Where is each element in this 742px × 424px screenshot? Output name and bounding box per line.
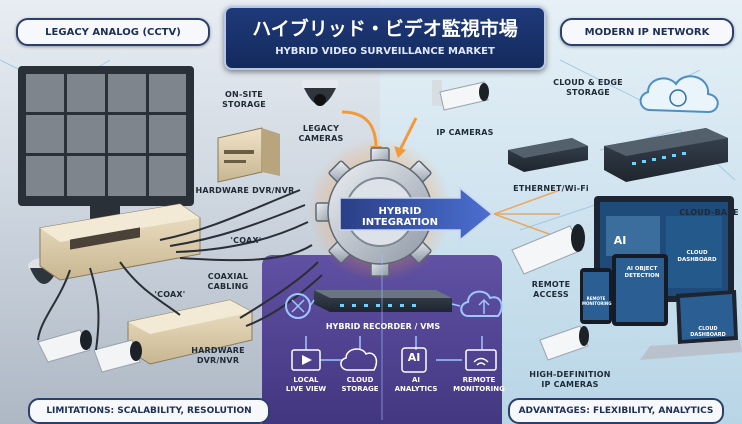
network-switch-1 [508,138,588,172]
laptop-dashboard-label: CLOUD DASHBOARD [690,326,726,338]
center-connectors [305,299,483,361]
dvr-top-label: HARDWARE DVR/NVR [195,186,295,195]
ip-bullet-camera [511,224,585,275]
ai-icon-text: AI [407,351,421,364]
bullet-camera-2 [93,339,142,373]
coax-label-1: 'COAX' [230,236,262,245]
integration-arrow [339,186,494,242]
network-switch-2 [604,128,728,182]
cloud-based-label: CLOUD-BASE [679,208,739,217]
orange-rays [493,189,561,239]
onsite-storage-box [217,127,280,183]
screen-cloud-dashboard-label: CLOUD DASHBOARD [677,250,717,263]
modern-header: MODERN IP NETWORK [560,18,734,46]
bullet-camera-1 [37,329,92,363]
sync-icon [285,293,311,319]
legacy-header: LEGACY ANALOG (CCTV) [16,18,210,46]
ip-input-arrow [394,117,418,158]
hd-ip-camera [539,325,589,361]
phone-device [580,268,612,324]
title-box: ハイブリッド・ビデオ監視市場 HYBRID VIDEO SURVEILLANCE… [224,6,546,70]
laptop-device [640,290,742,360]
ip-camera-top [432,80,489,111]
wifi-icon [465,349,497,371]
legacy-dome-camera [302,80,338,106]
advantages-bar: ADVANTAGES: FLEXIBILITY, ANALYTICS [508,398,724,424]
screen-ai-label: AI [613,234,627,247]
ethernet-wifi-label: ETHERNET/Wi-Fi [513,184,589,193]
title-english: HYBRID VIDEO SURVEILLANCE MARKET [275,46,495,57]
phone-remote-monitoring-label: REMOTE MONITORING [582,296,612,306]
hybrid-integration-label: HYBRID INTEGRATION [361,206,439,228]
tablet-device [612,254,668,326]
cloud-storage-icon [639,75,719,114]
hardware-dvr-top [39,203,201,281]
ai-icon [401,347,427,373]
cloud-upload-icon [460,290,503,317]
hybrid-recorder-label: HYBRID RECORDER / VMS [325,322,441,331]
cloud-icon [340,348,378,371]
coax-label-2: 'COAX' [154,290,186,299]
ip-cameras-label: IP CAMERAS [436,128,494,137]
hybrid-recorder-device [314,290,452,312]
cctv-monitor [18,66,194,220]
play-icon [291,349,321,371]
limitations-bar: LIMITATIONS: SCALABILITY, RESOLUTION [28,398,270,424]
screen-object-detection-label: AI OBJECT DETECTION [624,266,660,279]
title-japanese: ハイブリッド・ビデオ監視市場 [252,18,518,40]
